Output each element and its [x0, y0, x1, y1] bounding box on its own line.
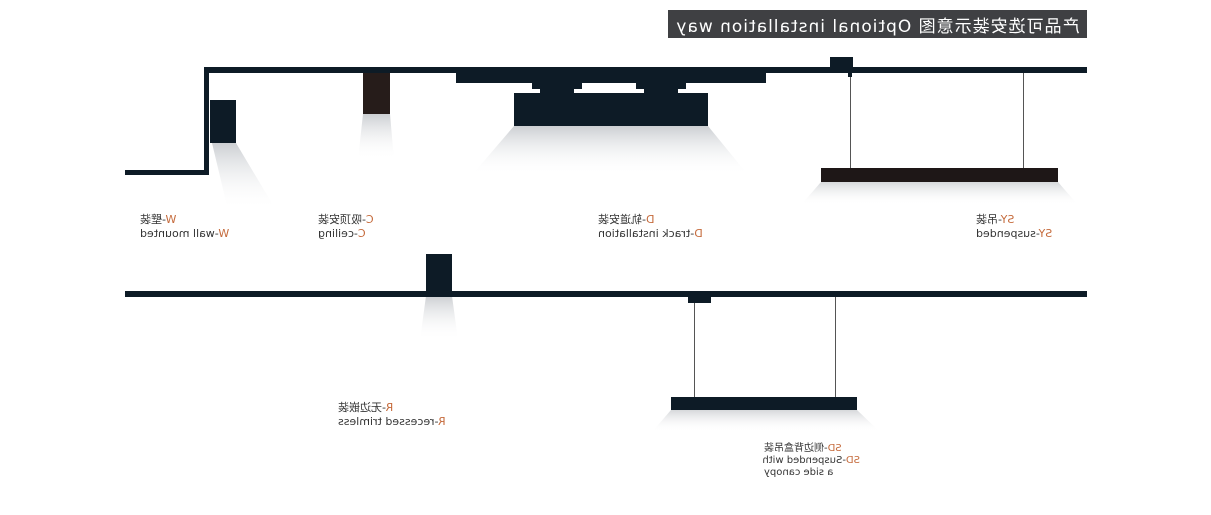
- side-canopy-light-beam: [652, 410, 880, 432]
- track-adapter-left-foot: [540, 89, 574, 93]
- suspended-light-beam: [801, 182, 1078, 205]
- track-adapter-left: [532, 83, 582, 89]
- suspension-wire-right: [1023, 73, 1024, 168]
- track-light-beam: [472, 126, 748, 175]
- track-fixture-body: [514, 93, 708, 126]
- track-rail: [456, 72, 766, 83]
- label-wall-mounted: W-壁装 W-wall mounted: [140, 213, 230, 240]
- side-canopy: [688, 297, 711, 303]
- label-side-canopy: SD-侧边背盒吊装 SD-Suspended with a side canop…: [762, 443, 860, 478]
- suspension-canopy: [830, 57, 853, 71]
- track-adapter-right: [636, 83, 686, 89]
- suspended-fixture-body: [821, 168, 1058, 182]
- suspension-wire-left: [850, 77, 851, 168]
- recessed-light-beam: [420, 296, 458, 340]
- side-canopy-wire-left: [694, 303, 695, 397]
- ceiling-light-beam: [358, 114, 394, 160]
- title-bar: 产品可选安装示意图 Optional installation way: [668, 10, 1087, 38]
- top-ceiling-line: [204, 67, 1087, 73]
- side-canopy-wire-right: [835, 297, 836, 397]
- bottom-ceiling-line: [125, 291, 1087, 297]
- wall-mounted-fixture: [210, 100, 236, 143]
- ceiling-fixture: [363, 73, 390, 114]
- label-recessed-trimless: R-无边嵌装 R-recessed trimless: [338, 401, 446, 428]
- recessed-fixture: [426, 254, 452, 296]
- wall-vertical-line: [204, 67, 209, 175]
- track-adapter-right-foot: [644, 89, 678, 93]
- suspension-canopy-stem: [848, 71, 852, 77]
- label-suspended: SY-吊装 SY-suspended: [976, 213, 1053, 240]
- label-track: D-轨道安装 D-track installation: [598, 213, 703, 240]
- label-ceiling: C-吸顶安装 C-ceiling: [318, 213, 374, 240]
- floor-ledge-line: [125, 170, 209, 175]
- side-canopy-fixture-body: [671, 397, 857, 410]
- wall-light-beam: [212, 143, 276, 210]
